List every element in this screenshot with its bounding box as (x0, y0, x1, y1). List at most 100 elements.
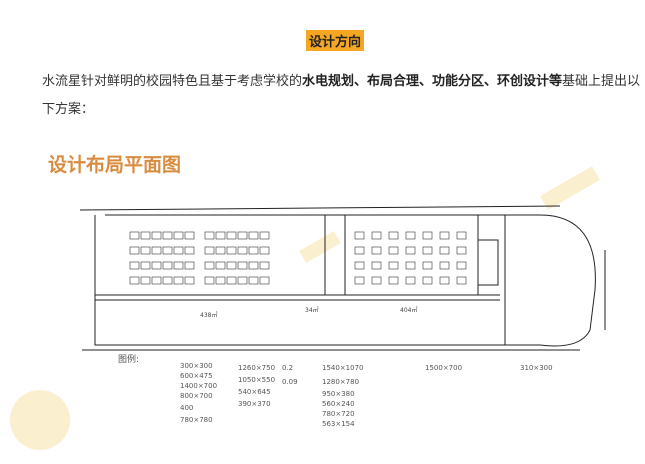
desk (151, 231, 162, 240)
legend-item: 560×240 (322, 400, 355, 408)
desk (405, 261, 416, 270)
desk (237, 246, 248, 255)
desk (354, 261, 365, 270)
desk (405, 231, 416, 240)
desk (456, 246, 467, 255)
desk (237, 261, 248, 270)
intro-text-end: 基础上提出以下方案： (42, 74, 641, 117)
desk (129, 276, 140, 285)
desk (162, 231, 173, 240)
desk (140, 246, 151, 255)
section-title: 设计方向 (306, 30, 365, 51)
desk (173, 246, 184, 255)
desk (371, 276, 382, 285)
desk (439, 276, 450, 285)
legend-item: 1400×700 (180, 382, 218, 390)
legend-item: 1540×1070 (322, 364, 364, 372)
desk (237, 231, 248, 240)
desk (388, 246, 399, 255)
desk (151, 276, 162, 285)
desk (405, 246, 416, 255)
legend-item: 563×154 (322, 420, 355, 428)
desk (204, 231, 215, 240)
desk (456, 261, 467, 270)
desk (388, 231, 399, 240)
plan-title: 设计布局平面图 (48, 154, 182, 176)
desk (226, 261, 237, 270)
legend-item: 390×370 (238, 400, 271, 408)
desk (184, 261, 195, 270)
desk (129, 246, 140, 255)
desk (226, 231, 237, 240)
desk (439, 261, 450, 270)
legend-item: 780×720 (322, 410, 355, 418)
desk (162, 261, 173, 270)
desk (129, 231, 140, 240)
desk (140, 261, 151, 270)
legend-item: 0.2 (282, 364, 294, 372)
desk (439, 246, 450, 255)
area-label-left: 438㎡ (200, 311, 217, 319)
intro-text: 水流星针对鲜明的校园特色且基于考虑学校的 (42, 74, 303, 89)
desk (371, 231, 382, 240)
desk (226, 246, 237, 255)
desk (422, 276, 433, 285)
desk (173, 276, 184, 285)
intro-bold: 水电规划、布局合理、功能分区、环创设计等 (302, 74, 563, 89)
legend-item: 1280×780 (322, 378, 360, 386)
desk (226, 276, 237, 285)
desk (259, 231, 270, 240)
desk (354, 246, 365, 255)
desk (248, 246, 259, 255)
desk (248, 276, 259, 285)
desk (184, 246, 195, 255)
desk (248, 261, 259, 270)
desk (140, 231, 151, 240)
desk (422, 231, 433, 240)
desk (248, 231, 259, 240)
legend-item: 540×645 (238, 388, 271, 396)
desk (456, 276, 467, 285)
desk (173, 261, 184, 270)
watermark (10, 166, 600, 450)
legend-item: 780×780 (180, 416, 213, 424)
desk (204, 246, 215, 255)
legend-item: 0.09 (282, 378, 298, 386)
desk (215, 246, 226, 255)
desk (204, 276, 215, 285)
desk (422, 246, 433, 255)
desk (215, 276, 226, 285)
desk (204, 261, 215, 270)
desk (422, 261, 433, 270)
legend-item: 400 (180, 404, 194, 412)
desk (184, 276, 195, 285)
desk (371, 246, 382, 255)
desk (151, 246, 162, 255)
desk (259, 246, 270, 255)
legend-item: 300×300 (180, 362, 213, 370)
desk (354, 276, 365, 285)
desk (259, 261, 270, 270)
desk (237, 276, 248, 285)
desk (439, 231, 450, 240)
legend-item: 1500×700 (425, 364, 463, 372)
legend-item: 950×380 (322, 390, 355, 398)
desk (140, 276, 151, 285)
legend-item: 800×700 (180, 392, 213, 400)
legend-item: 310×300 (520, 364, 553, 372)
desk (456, 231, 467, 240)
desk (151, 261, 162, 270)
desk (162, 276, 173, 285)
legend-item: 1050×550 (238, 376, 276, 384)
desk (215, 261, 226, 270)
legend-item: 600×475 (180, 372, 213, 380)
desk (388, 261, 399, 270)
desk (129, 261, 140, 270)
desk (162, 246, 173, 255)
desk (371, 261, 382, 270)
legend-title: 图例: (118, 355, 140, 365)
area-label-right: 404㎡ (400, 306, 417, 314)
desk (405, 276, 416, 285)
area-label-mid: 34㎡ (305, 306, 319, 314)
